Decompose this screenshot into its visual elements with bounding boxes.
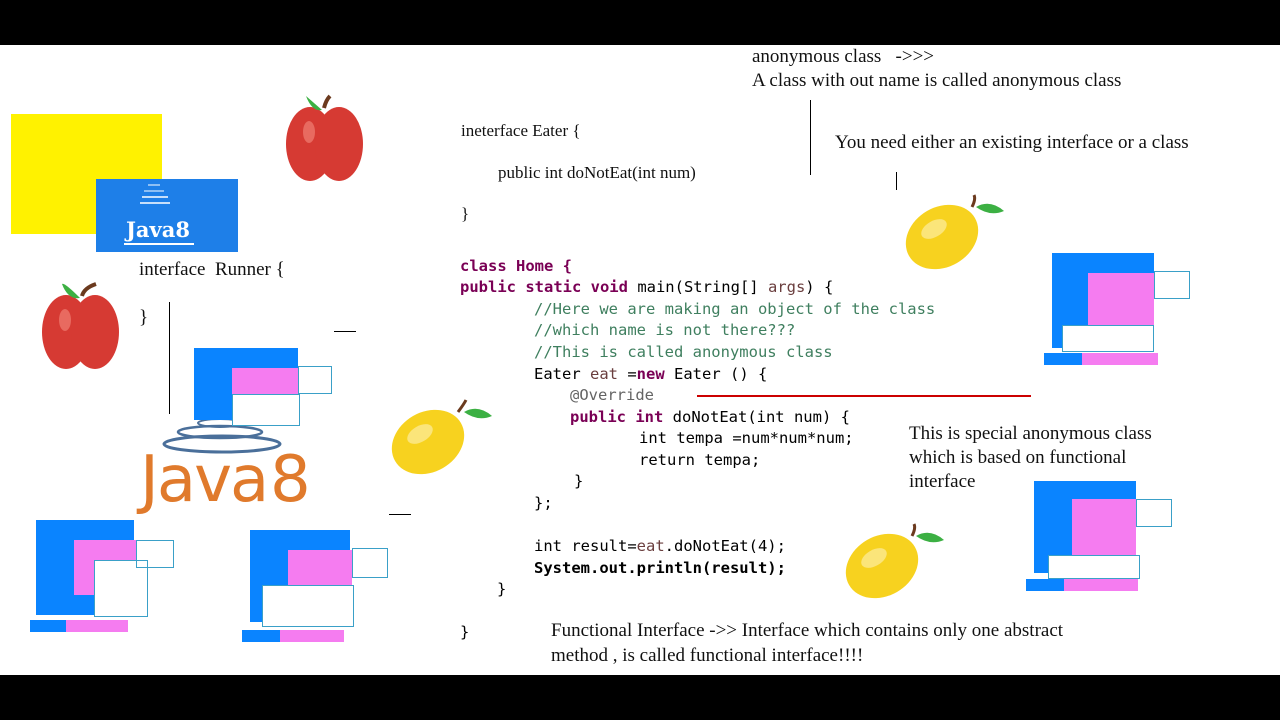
- mango-icon: [905, 194, 1004, 270]
- short-rule: [389, 514, 411, 515]
- special-note-line: which is based on functional: [909, 447, 1127, 468]
- interface-requirement-note: You need either an existing interface or…: [835, 132, 1189, 153]
- code-line: public static void main(String[] args) {: [460, 278, 834, 296]
- code-line: class Home {: [460, 257, 572, 275]
- eater-interface-decl: ineterface Eater {: [461, 121, 581, 140]
- special-note-line: interface: [909, 471, 976, 492]
- code-line: Eater eat =new Eater () {: [534, 365, 768, 383]
- apple-icon: [42, 282, 119, 369]
- special-note-line: This is special anonymous class: [909, 423, 1152, 444]
- blue-pink-icon: [188, 348, 338, 426]
- code-comment: //Here we are making an object of the cl…: [534, 300, 936, 318]
- java8-logo-number: 8: [270, 443, 311, 517]
- vertical-divider: [169, 302, 170, 414]
- blue-pink-icon: [1042, 253, 1192, 368]
- code-line: }: [460, 623, 470, 641]
- code-comment: //which name is not there???: [534, 321, 796, 339]
- java8-logo: Java 8: [140, 418, 330, 528]
- blue-pink-icon: [240, 530, 390, 645]
- blue-pink-icon: [26, 520, 176, 635]
- coffee-icon: [140, 184, 170, 204]
- code-line: return tempa;: [639, 451, 761, 469]
- functional-interface-note: method , is called functional interface!…: [551, 645, 864, 666]
- code-line: }: [497, 580, 507, 598]
- code-line: int tempa =num*num*num;: [639, 429, 854, 447]
- apple-icon: [286, 94, 363, 181]
- functional-interface-note: Functional Interface ->> Interface which…: [551, 620, 1064, 641]
- code-line: };: [534, 494, 553, 512]
- mango-icon: [391, 399, 492, 475]
- vertical-divider: [896, 172, 897, 190]
- code-line: }: [574, 472, 584, 490]
- mango-icon: [845, 523, 944, 599]
- red-underline: [697, 395, 1031, 397]
- vertical-divider: [810, 100, 811, 175]
- code-line: System.out.println(result);: [534, 559, 786, 577]
- top-letterbox: [0, 0, 1280, 45]
- java8-badge: Java8: [96, 179, 238, 252]
- java8-logo-text: Java: [140, 443, 269, 517]
- blue-pink-icon: [1026, 481, 1176, 596]
- anonymous-class-definition: A class with out name is called anonymou…: [752, 70, 1122, 91]
- code-line: int result=eat.doNotEat(4);: [534, 537, 786, 555]
- eater-method-signature: public int doNotEat(int num): [498, 163, 696, 182]
- anonymous-class-title: anonymous class ->>>: [752, 46, 935, 67]
- code-line: public int doNotEat(int num) {: [570, 408, 850, 426]
- eater-interface-close: }: [461, 204, 470, 223]
- java8-badge-text: Java8: [126, 217, 190, 242]
- bottom-letterbox: [0, 675, 1280, 720]
- runner-interface-decl: interface Runner {: [139, 259, 285, 280]
- runner-interface-close: }: [139, 307, 149, 328]
- short-rule: [334, 331, 356, 332]
- code-annotation: @Override: [570, 386, 654, 404]
- code-comment: //This is called anonymous class: [534, 343, 833, 361]
